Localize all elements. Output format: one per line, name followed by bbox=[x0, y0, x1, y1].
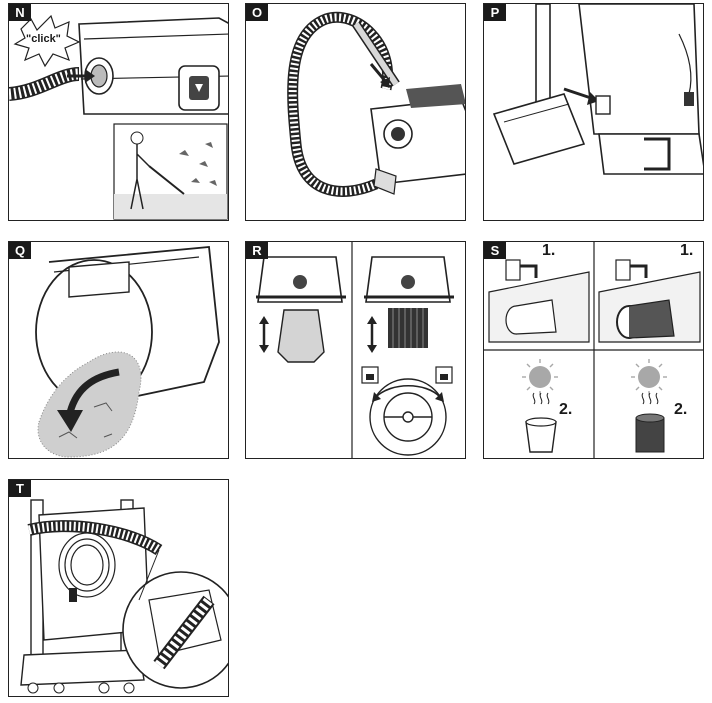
filter-removal-illustration bbox=[256, 242, 454, 458]
hose-connection-illustration bbox=[287, 11, 465, 197]
storage-illustration bbox=[20, 499, 228, 694]
step-1-left: 1. bbox=[542, 242, 556, 259]
panel-label: Q bbox=[9, 242, 31, 259]
step-2-right: 2. bbox=[674, 401, 688, 418]
step-1-right: 1. bbox=[680, 242, 694, 259]
click-callout: "click" bbox=[26, 33, 61, 45]
filter-cleaning-illustration bbox=[484, 242, 703, 458]
panel-label: N bbox=[9, 4, 31, 21]
step-2-left: 2. bbox=[559, 401, 573, 418]
panel-q: Q bbox=[8, 241, 229, 459]
panel-n: N "click" bbox=[8, 3, 229, 221]
panel-r: R bbox=[245, 241, 466, 459]
panel-label: P bbox=[484, 4, 506, 21]
panel-label: O bbox=[246, 4, 268, 21]
panel-t: T bbox=[8, 479, 229, 697]
panel-label: S bbox=[484, 242, 506, 259]
panel-o: O bbox=[245, 3, 466, 221]
panel-label: T bbox=[9, 480, 31, 497]
empty-container-illustration bbox=[35, 246, 220, 458]
panel-s: S bbox=[483, 241, 704, 459]
attach-hose-illustration bbox=[9, 14, 228, 220]
panel-p: P bbox=[483, 3, 704, 221]
panel-label: R bbox=[246, 242, 268, 259]
floor-nozzle-parking-illustration bbox=[492, 4, 703, 175]
